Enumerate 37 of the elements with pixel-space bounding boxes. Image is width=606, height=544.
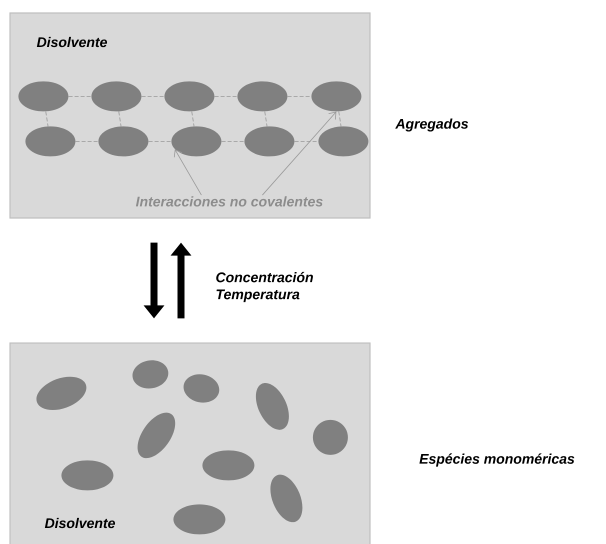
condition-label: Concentración Temperatura xyxy=(216,272,313,302)
molecule-ellipse xyxy=(171,126,222,156)
dashed-bond xyxy=(338,111,342,127)
molecule-ellipse xyxy=(98,126,148,156)
molecule-ellipse xyxy=(237,81,288,112)
molecule-ellipse xyxy=(91,81,142,112)
annotation-text: Interacciones no covalentes xyxy=(136,196,323,207)
molecule-ellipse xyxy=(244,126,294,156)
molecule-ellipse xyxy=(312,420,348,455)
dashed-bond xyxy=(191,111,194,127)
dashed-bond xyxy=(214,96,238,97)
molecule-ellipse xyxy=(132,360,168,389)
molecule-ellipse xyxy=(173,504,226,534)
molecule-ellipse xyxy=(18,81,68,112)
leader-arrow xyxy=(262,112,336,196)
dashed-bond xyxy=(264,111,268,127)
dashed-bond xyxy=(75,141,99,142)
state-label: Agregados xyxy=(395,118,468,132)
dashed-bond xyxy=(287,96,312,97)
state-label: Espécies monoméricas xyxy=(419,453,574,467)
molecule-ellipse xyxy=(311,81,362,112)
molecule-ellipse xyxy=(202,450,254,480)
dashed-bond xyxy=(68,96,92,97)
molecule-ellipse xyxy=(318,126,368,156)
molecule-ellipse xyxy=(164,81,214,112)
dashed-bond xyxy=(221,141,245,142)
dashed-bond xyxy=(294,141,319,142)
dashed-bond xyxy=(141,96,165,97)
box-label: Disolvente xyxy=(44,518,116,528)
molecule-ellipse xyxy=(61,460,114,490)
molecule-ellipse xyxy=(184,374,220,403)
dashed-bond xyxy=(148,141,172,142)
leader-arrow xyxy=(174,149,202,196)
dashed-bond xyxy=(118,111,122,127)
dashed-bond xyxy=(45,111,48,127)
box-label: Disolvente xyxy=(36,36,108,48)
molecule-ellipse xyxy=(25,126,76,156)
